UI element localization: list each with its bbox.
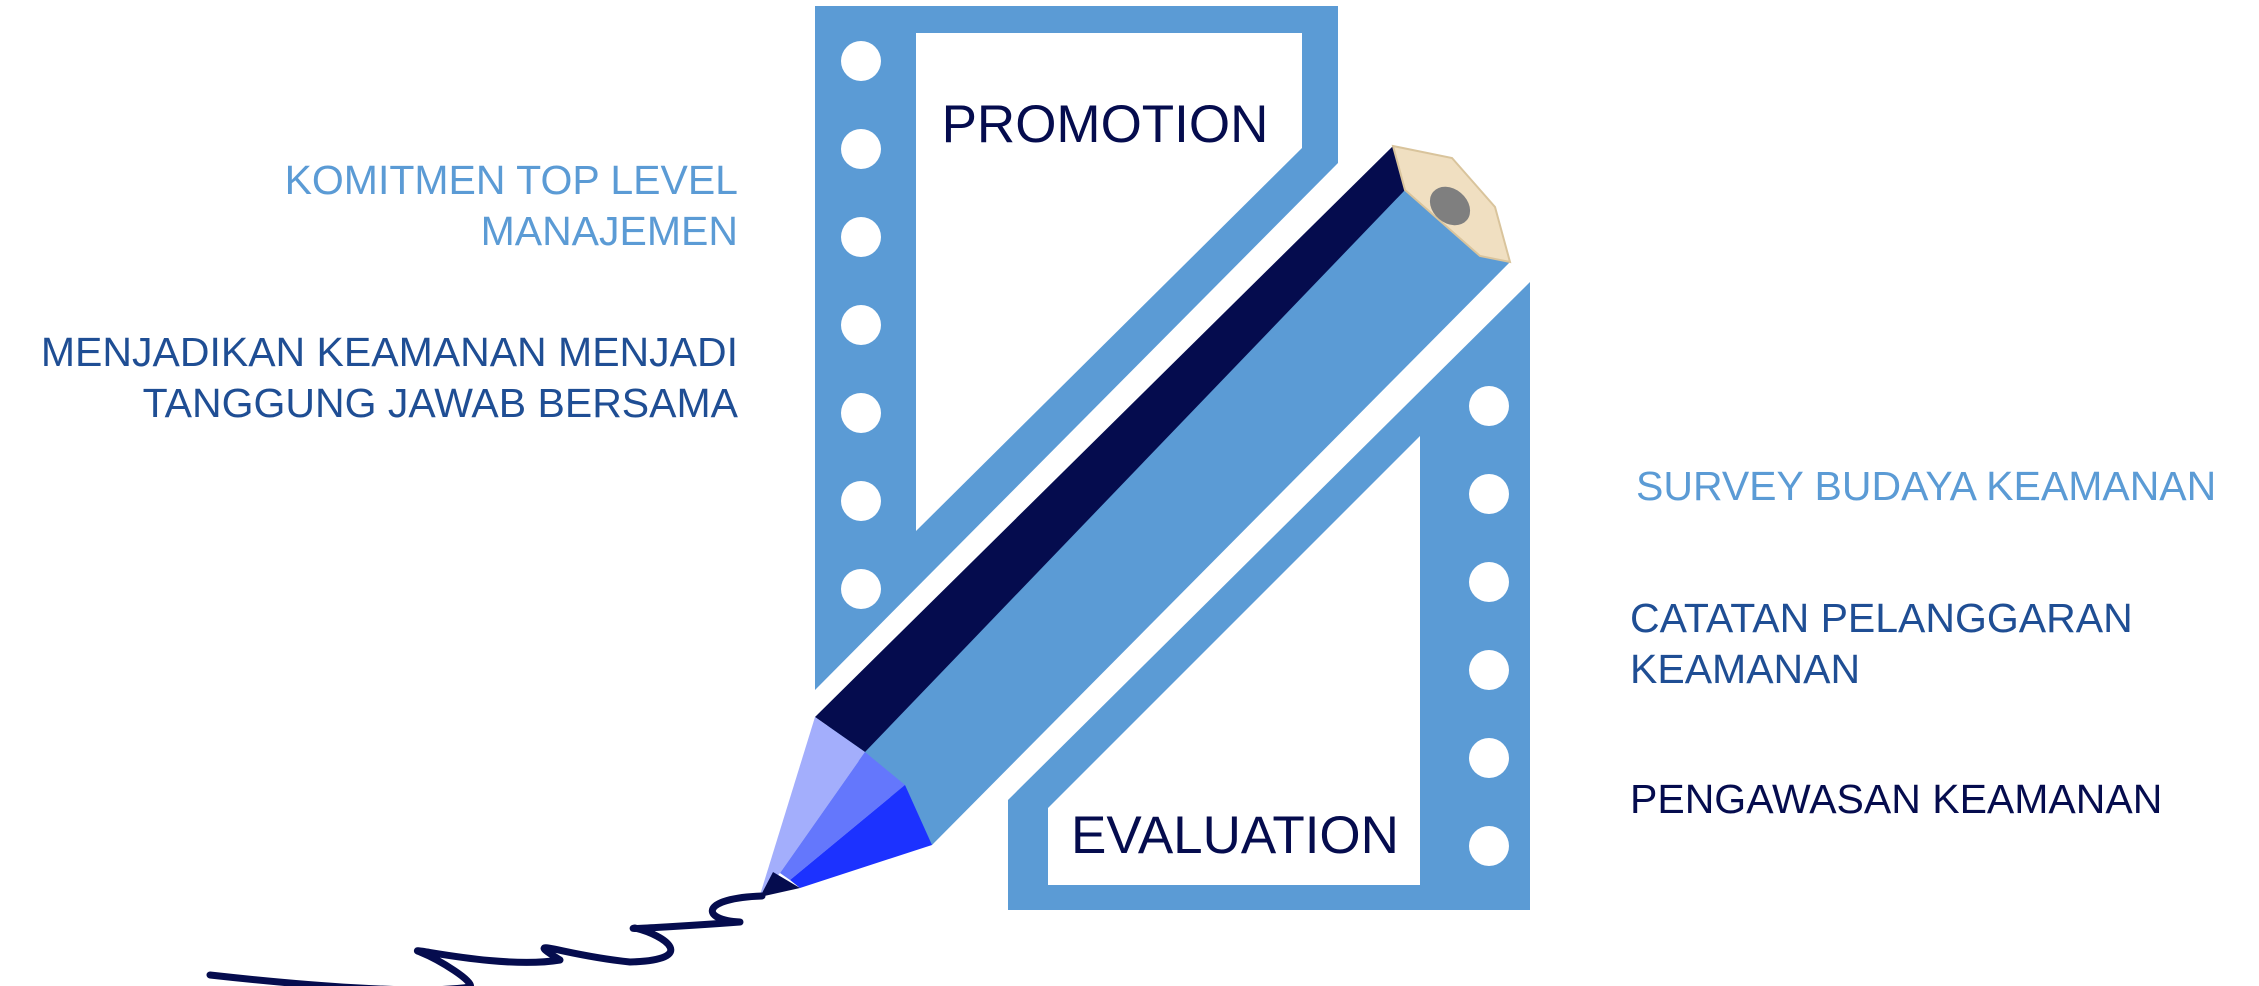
film-hole — [841, 481, 881, 521]
evaluation-title: EVALUATION — [1071, 806, 1399, 865]
film-hole — [1469, 386, 1509, 426]
film-hole — [1469, 738, 1509, 778]
evaluation-item-2-line-2: KEAMANAN — [1630, 646, 1861, 692]
film-hole — [1469, 474, 1509, 514]
pencil-body-light — [820, 190, 1510, 845]
film-hole — [1469, 826, 1509, 866]
promotion-item-2-line-1: MENJADIKAN KEAMANAN MENJADI — [40, 329, 738, 375]
evaluation-item-3: PENGAWASAN KEAMANAN — [1630, 774, 2162, 825]
pencil-lead-dark — [790, 785, 932, 888]
film-hole — [841, 41, 881, 81]
promotion-frame-window — [916, 33, 1302, 531]
pencil-lead-mid — [780, 752, 905, 880]
promotion-item-1-line-2: MANAJEMEN — [480, 208, 738, 254]
promotion-item-2-line-2: TANGGUNG JAWAB BERSAMA — [142, 380, 738, 426]
evaluation-item-1-line-1: SURVEY BUDAYA KEAMANAN — [1636, 463, 2217, 509]
pencil-eraser-end — [1429, 186, 1471, 226]
pencil-body-dark — [815, 146, 1405, 752]
pencil-lead-light — [760, 717, 865, 895]
promotion-film-frame — [815, 6, 1338, 690]
evaluation-item-2: CATATAN PELANGGARAN KEAMANAN — [1630, 593, 2133, 695]
film-hole — [1469, 562, 1509, 602]
film-hole — [841, 217, 881, 257]
film-hole — [841, 393, 881, 433]
promotion-item-1: KOMITMEN TOP LEVEL MANAJEMEN — [285, 155, 738, 257]
evaluation-frame-window — [1048, 436, 1420, 885]
evaluation-item-2-line-1: CATATAN PELANGGARAN — [1630, 595, 2133, 641]
film-hole — [841, 129, 881, 169]
film-hole — [841, 569, 881, 609]
film-hole — [841, 305, 881, 345]
scribble-line-icon — [206, 892, 766, 986]
film-hole — [1469, 650, 1509, 690]
evaluation-film-holes — [1469, 386, 1509, 866]
promotion-film-holes — [841, 41, 881, 609]
evaluation-film-frame — [1008, 282, 1530, 910]
promotion-item-1-line-1: KOMITMEN TOP LEVEL — [284, 157, 738, 203]
evaluation-item-1: SURVEY BUDAYA KEAMANAN — [1636, 461, 2216, 512]
promotion-item-2: MENJADIKAN KEAMANAN MENJADI TANGGUNG JAW… — [41, 327, 738, 429]
pencil-point — [760, 872, 800, 897]
evaluation-item-3-line-1: PENGAWASAN KEAMANAN — [1630, 776, 2163, 822]
promotion-title: PROMOTION — [941, 95, 1269, 154]
pencil-icon — [760, 144, 1512, 897]
